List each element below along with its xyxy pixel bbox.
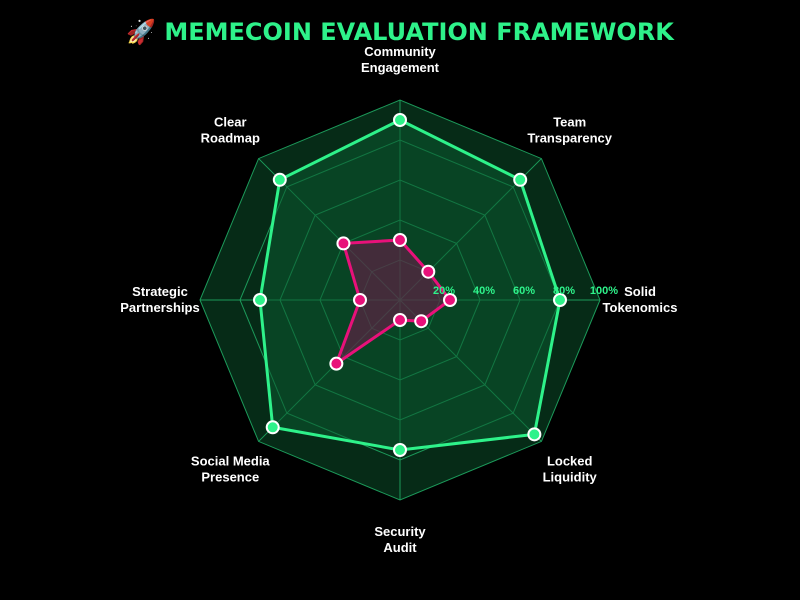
chart-title: 🚀 MEMECOIN EVALUATION FRAMEWORK <box>126 18 675 46</box>
series-1-point <box>513 172 528 187</box>
series-2-point <box>414 314 429 329</box>
series-2-point <box>443 293 457 307</box>
tick-label: 20% <box>433 285 455 297</box>
series-1-point <box>393 443 407 457</box>
series-2-point <box>336 236 351 251</box>
series-1-point <box>527 427 542 442</box>
series-1-point <box>393 113 407 127</box>
series-2-point <box>329 356 344 371</box>
rocket-icon: 🚀 <box>126 18 164 46</box>
tick-label: 80% <box>553 285 575 297</box>
series-2-point <box>353 293 367 307</box>
series-2-point <box>421 264 436 279</box>
radar-series <box>253 113 567 457</box>
series-1-point <box>253 293 267 307</box>
series-2-point <box>393 233 407 247</box>
tick-label: 100% <box>590 285 618 297</box>
series-1-point <box>553 293 567 307</box>
series-2-point <box>393 313 407 327</box>
chart-title-text: MEMECOIN EVALUATION FRAMEWORK <box>164 18 675 46</box>
radial-tick-labels: 20% 40% 60% 80% 100% <box>433 285 618 297</box>
tick-label: 40% <box>473 285 495 297</box>
series-1-point <box>272 172 287 187</box>
tick-label: 60% <box>513 285 535 297</box>
series-2 <box>329 233 457 371</box>
series-1-point <box>265 420 280 435</box>
